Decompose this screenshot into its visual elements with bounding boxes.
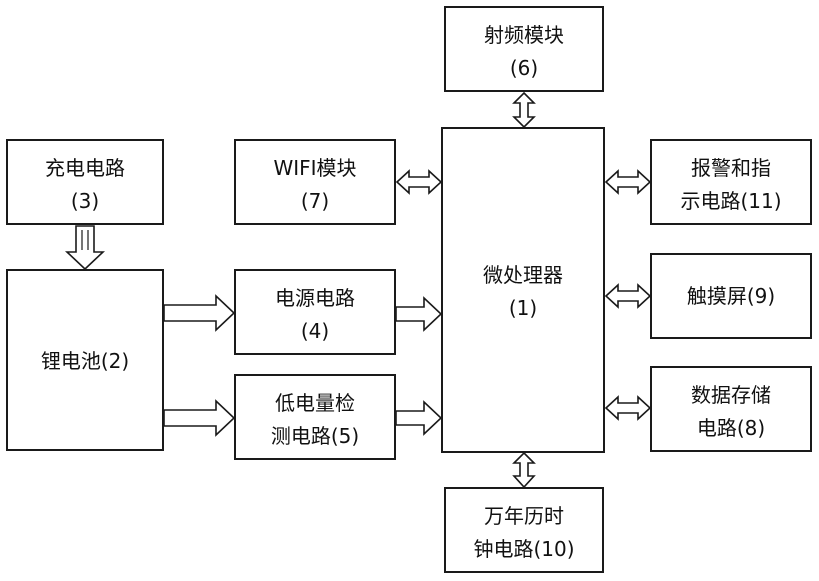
lithium-battery-label: 锂电池(2) xyxy=(41,349,129,373)
wifi-module-label: WIFI模块 xyxy=(273,156,356,180)
charging-circuit-number: (3) xyxy=(71,189,99,213)
mcu-alarm-double-arrow xyxy=(606,171,650,193)
battery-to-lowbat-arrow xyxy=(164,401,234,435)
alarm-indicator-label-line1: 报警和指 xyxy=(691,156,771,180)
touchscreen-label: 触摸屏(9) xyxy=(687,284,775,308)
battery-to-power-arrow xyxy=(164,296,234,330)
microprocessor-box xyxy=(442,128,604,452)
mcu-touchscreen-double-arrow xyxy=(606,285,650,307)
wifi-mcu-double-arrow xyxy=(397,171,441,193)
rf-module-number: (6) xyxy=(510,56,538,80)
mcu-storage-double-arrow xyxy=(606,397,650,419)
lowbat-to-mcu-arrow xyxy=(396,402,441,434)
data-storage-label-line1: 数据存储 xyxy=(691,383,771,407)
rf-module-label: 射频模块 xyxy=(484,23,564,47)
charging-circuit-label: 充电电路 xyxy=(45,156,125,180)
data-storage-label-line2: 电路(8) xyxy=(697,416,765,440)
clock-circuit-label-line1: 万年历时 xyxy=(484,504,564,528)
microprocessor-number: (1) xyxy=(509,296,537,320)
rf-mcu-double-arrow xyxy=(514,93,534,127)
wifi-module-number: (7) xyxy=(301,189,329,213)
charge-to-battery-arrow xyxy=(67,226,103,269)
alarm-indicator-label-line2: 示电路(11) xyxy=(680,189,781,213)
power-to-mcu-arrow xyxy=(396,298,441,330)
microprocessor-label: 微处理器 xyxy=(483,263,563,287)
clock-circuit-label-line2: 钟电路(10) xyxy=(473,537,574,561)
power-circuit-number: (4) xyxy=(301,319,329,343)
power-circuit-label: 电源电路 xyxy=(275,286,355,310)
clock-mcu-double-arrow xyxy=(514,453,534,487)
low-battery-label-line1: 低电量检 xyxy=(275,391,355,415)
low-battery-label-line2: 测电路(5) xyxy=(271,424,359,448)
